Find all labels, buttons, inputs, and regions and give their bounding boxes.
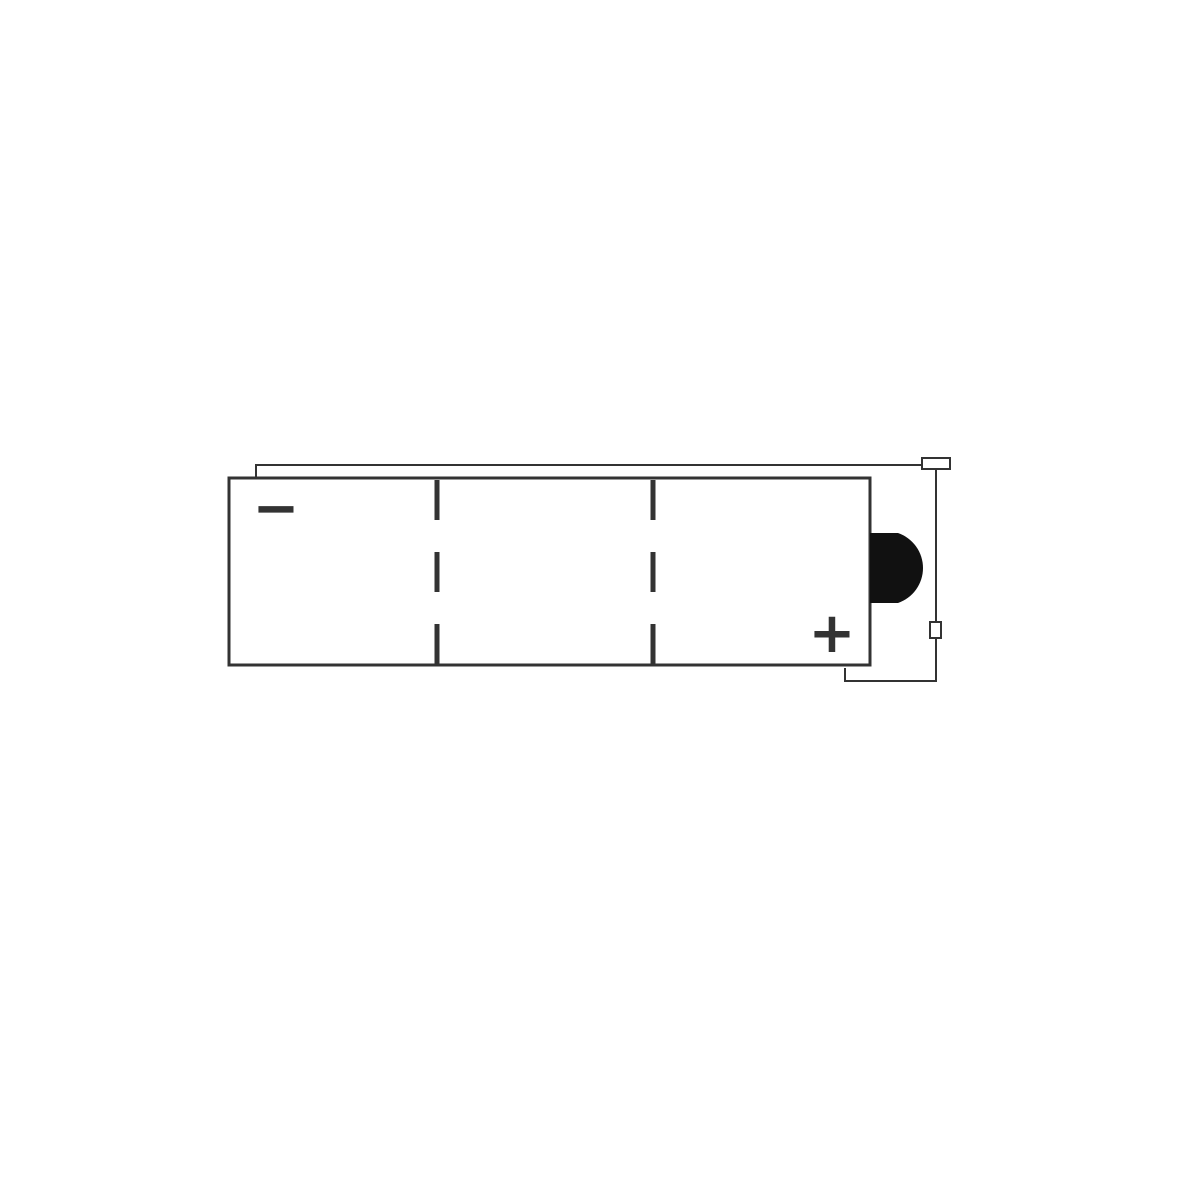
vent-tube-connector-top [921,457,951,470]
vent-tube-bottom [844,638,937,682]
positive-terminal-cap [870,533,924,603]
vent-tube-top [255,464,922,478]
positive-symbol: + [809,601,856,666]
vent-tube-connector-side [929,621,942,639]
negative-symbol: − [253,476,300,541]
battery-body [227,476,872,667]
